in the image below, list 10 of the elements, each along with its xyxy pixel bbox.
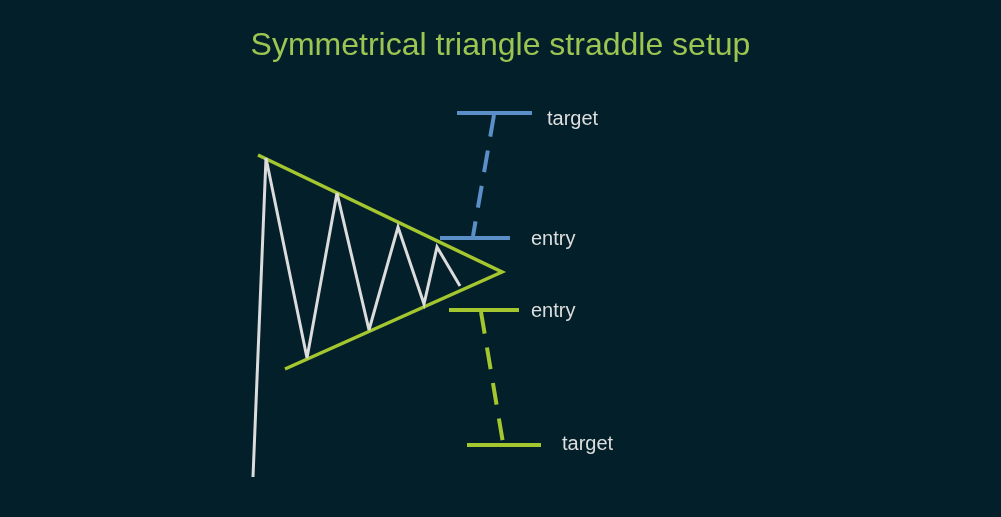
level-label: entry bbox=[531, 298, 576, 322]
level-bar bbox=[449, 308, 519, 312]
level-label: target bbox=[562, 431, 614, 455]
level-bar bbox=[467, 443, 541, 447]
level-label: target bbox=[547, 106, 599, 130]
level-bar bbox=[457, 111, 532, 115]
level-label: entry bbox=[531, 226, 576, 250]
dashed-connector bbox=[471, 114, 496, 237]
level-bar bbox=[440, 236, 510, 240]
diagram-title: Symmetrical triangle straddle setup bbox=[250, 25, 751, 64]
